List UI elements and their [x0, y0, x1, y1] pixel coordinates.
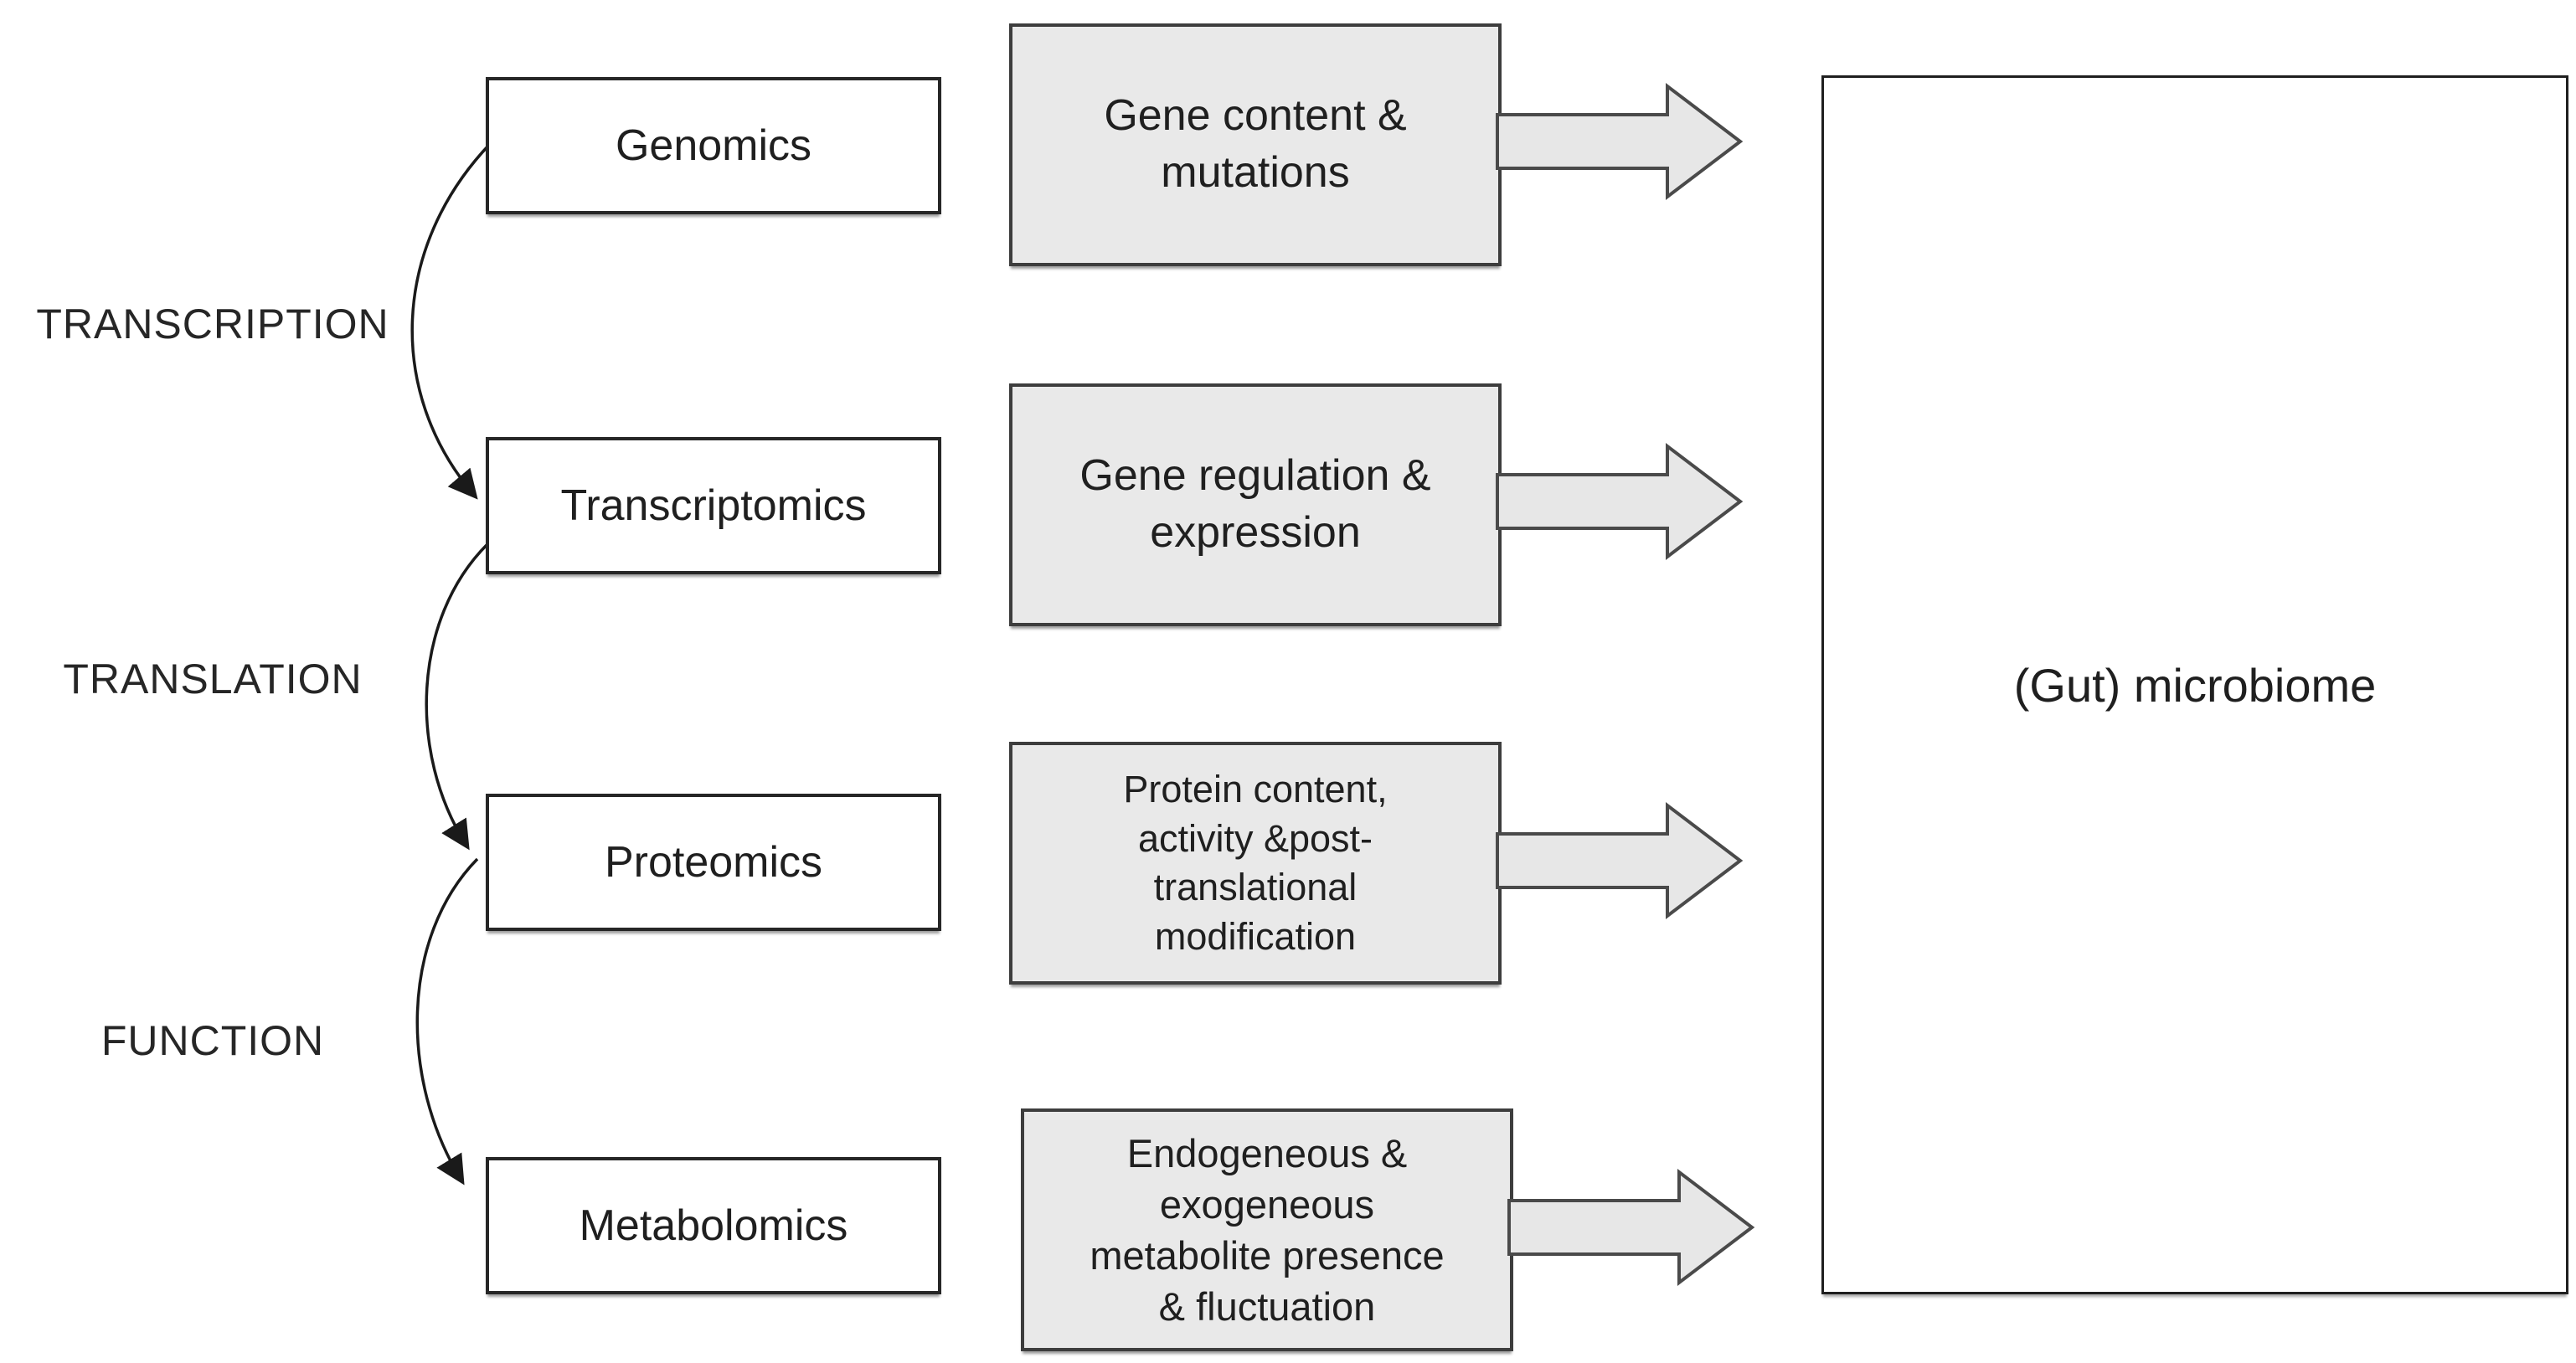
description-box-proteomics: Protein content, activity &post- transla… — [1009, 742, 1502, 985]
omics-box-genomics-label: Genomics — [615, 121, 812, 170]
description-genomics-text: Gene content & mutations — [1104, 91, 1407, 197]
target-box-label: (Gut) microbiome — [2013, 658, 2377, 712]
block-arrow-genomics — [1496, 82, 1744, 201]
description-transcriptomics-text: Gene regulation & expression — [1079, 451, 1431, 557]
block-arrow-proteomics — [1496, 801, 1744, 920]
stage-label-function: FUNCTION — [100, 1017, 325, 1064]
block-arrow-metabolomics — [1507, 1168, 1755, 1287]
function-curve-arrow — [415, 857, 479, 1186]
omics-box-proteomics: Proteomics — [486, 794, 941, 931]
omics-box-transcriptomics-label: Transcriptomics — [560, 481, 867, 530]
description-box-genomics: Gene content & mutations — [1009, 23, 1502, 266]
description-proteomics-text: Protein content, activity &post- transla… — [1123, 768, 1388, 958]
transcription-curve-arrow — [410, 142, 492, 500]
description-box-transcriptomics: Gene regulation & expression — [1009, 383, 1502, 626]
omics-box-metabolomics-label: Metabolomics — [579, 1201, 848, 1250]
omics-box-transcriptomics: Transcriptomics — [486, 437, 941, 574]
description-metabolomics-text: Endogeneous & exogeneous metabolite pres… — [1090, 1130, 1445, 1330]
omics-box-metabolomics: Metabolomics — [486, 1157, 941, 1294]
omics-box-proteomics-label: Proteomics — [604, 838, 823, 887]
block-arrow-transcriptomics — [1496, 442, 1744, 561]
translation-curve-arrow — [425, 543, 489, 851]
stage-label-translation: TRANSLATION — [63, 656, 363, 702]
omics-box-genomics: Genomics — [486, 77, 941, 214]
stage-label-transcription: TRANSCRIPTION — [36, 301, 389, 347]
target-box-gut-microbiome: (Gut) microbiome — [1821, 75, 2568, 1294]
description-box-metabolomics: Endogeneous & exogeneous metabolite pres… — [1021, 1108, 1513, 1351]
